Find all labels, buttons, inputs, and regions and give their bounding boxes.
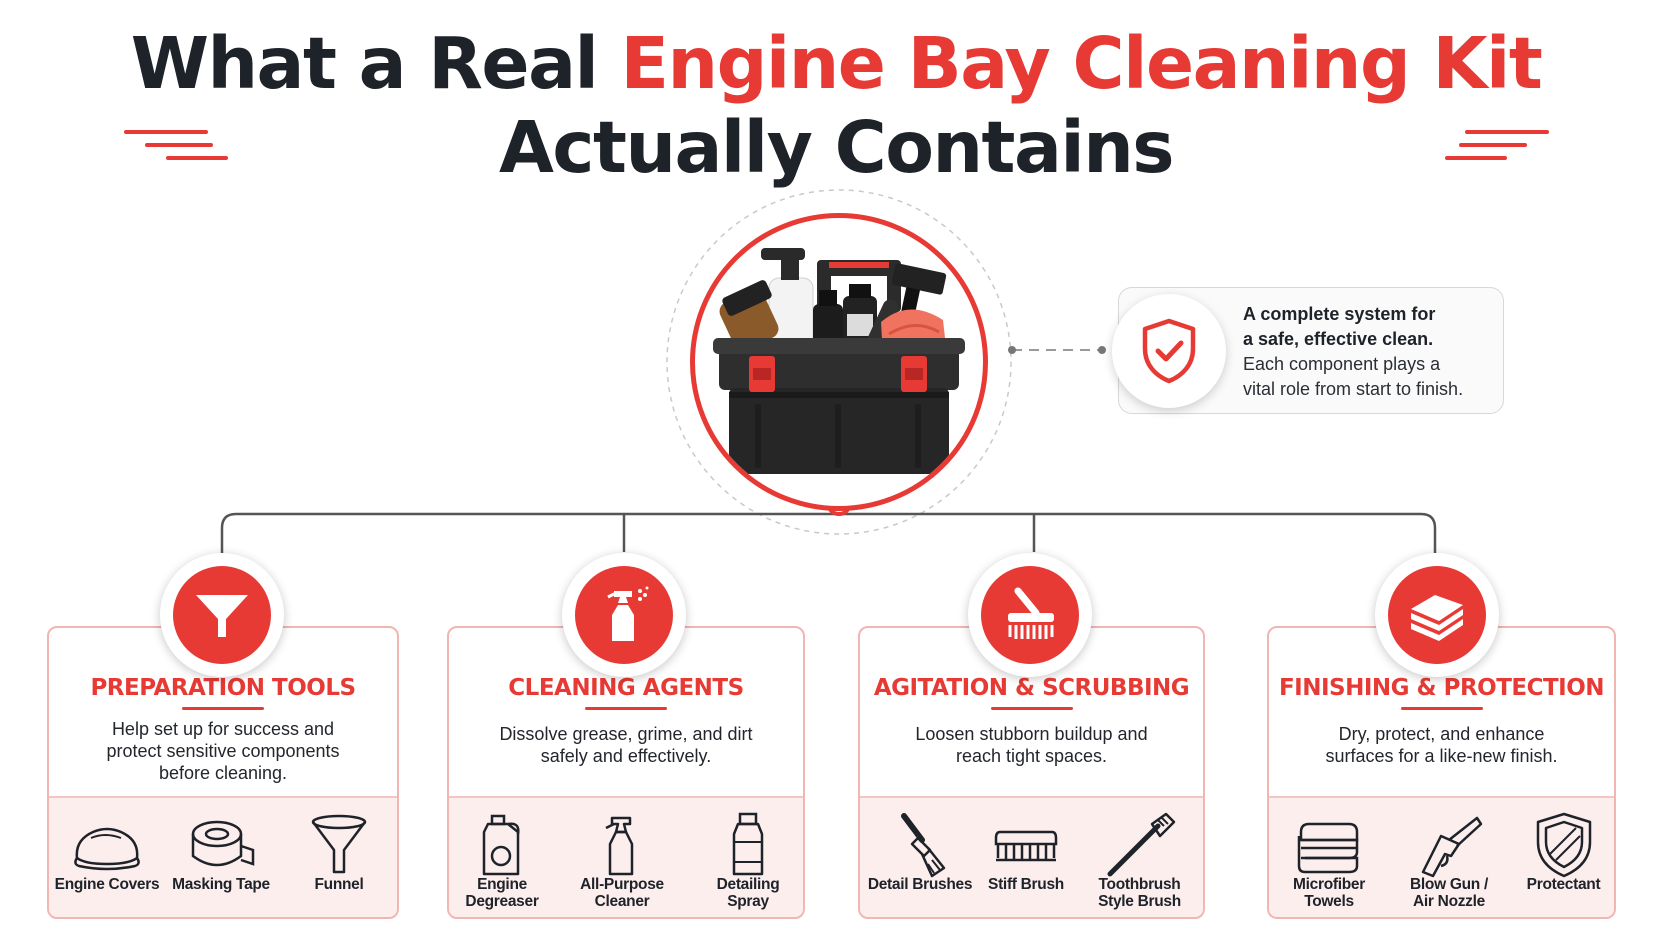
deco-line	[124, 130, 208, 134]
detail-brush-icon	[901, 813, 946, 878]
page-title-line1: What a Real Engine Bay Cleaning Kit	[0, 28, 1672, 99]
category-badge-cleaning	[562, 553, 686, 677]
shield-check-icon	[1142, 318, 1196, 384]
category-underline	[990, 707, 1073, 710]
toothbrush-icon	[1107, 812, 1175, 877]
item-protectant: Protectant	[1509, 798, 1614, 917]
item-row: Engine Covers Masking Tape Funnel	[49, 796, 397, 917]
item-toothbrush-style-brush: Toothbrush Style Brush	[1072, 798, 1203, 917]
category-description: Dry, protect, and enhance surfaces for a…	[1325, 724, 1558, 766]
category-description: Dissolve grease, grime, and dirt safely …	[499, 724, 753, 766]
info-body: Each component plays a	[1243, 354, 1441, 374]
shield-icon	[1536, 812, 1591, 878]
category-description: Help set up for success and protect sens…	[106, 719, 340, 783]
category-description: Loosen stubborn buildup and reach tight …	[915, 724, 1148, 766]
category-card-cleaning: CLEANING AGENTS Dissolve grease, grime, …	[447, 626, 805, 919]
title-dark-part: What a Real	[130, 22, 621, 105]
item-funnel: Funnel	[277, 798, 397, 917]
category-title: CLEANING AGENTS	[508, 675, 744, 701]
title-red-part: Engine Bay Cleaning Kit	[620, 22, 1543, 105]
item-row: Engine Degreaser All-Purpose Cleaner Det…	[449, 796, 803, 917]
toolbox-hero	[690, 213, 988, 511]
item-row: Detail Brushes Stiff Brush Toothbrush St…	[860, 796, 1203, 917]
page-title-line2: Actually Contains	[498, 106, 1175, 189]
info-icon-badge	[1112, 294, 1226, 408]
info-text: A complete system for a safe, effective …	[1243, 302, 1493, 402]
funnel-icon	[311, 814, 367, 874]
stiff-brush-icon	[994, 830, 1058, 862]
category-underline	[585, 707, 667, 710]
engine-cover-icon	[74, 827, 140, 871]
toolbox-icon	[713, 248, 965, 474]
category-badge-finishing	[1375, 553, 1499, 677]
towel-icon	[1411, 595, 1463, 641]
item-detailing-spray: Detailing Spray	[689, 798, 803, 917]
deco-line	[1445, 156, 1507, 160]
category-underline	[1400, 707, 1483, 710]
item-engine-covers: Engine Covers	[49, 798, 165, 917]
category-card-agitation: AGITATION & SCRUBBING Loosen stubborn bu…	[858, 626, 1205, 919]
item-engine-degreaser: Engine Degreaser	[449, 798, 555, 917]
info-headline: a safe, effective clean.	[1243, 329, 1434, 349]
item-masking-tape: Masking Tape	[165, 798, 277, 917]
spray-bottle-icon	[607, 586, 649, 641]
item-row: Microfiber Towels Blow Gun / Air Nozzle …	[1269, 796, 1614, 917]
deco-line	[145, 143, 213, 147]
towel-icon	[1297, 822, 1359, 874]
item-blow-gun: Blow Gun / Air Nozzle	[1389, 798, 1509, 917]
category-title: PREPARATION TOOLS	[90, 675, 356, 701]
jug-icon	[482, 814, 520, 876]
item-all-purpose-cleaner: All-Purpose Cleaner	[555, 798, 689, 917]
category-title: AGITATION & SCRUBBING	[873, 675, 1190, 701]
category-underline	[182, 707, 264, 710]
info-headline: A complete system for	[1243, 304, 1436, 324]
category-title: FINISHING & PROTECTION	[1278, 675, 1605, 701]
category-badge-agitation	[968, 553, 1092, 677]
category-card-preparation: PREPARATION TOOLS Help set up for succes…	[47, 626, 399, 919]
deco-line	[1459, 143, 1527, 147]
scrub-brush-icon	[1008, 587, 1054, 639]
info-body: vital role from start to finish.	[1243, 379, 1464, 399]
item-microfiber-towels: Microfiber Towels	[1269, 798, 1389, 917]
funnel-icon	[196, 595, 248, 637]
deco-line	[1465, 130, 1549, 134]
spray-bottle-icon	[605, 816, 634, 876]
bottle-icon	[732, 812, 764, 876]
item-stiff-brush: Stiff Brush	[980, 798, 1072, 917]
tape-icon	[191, 820, 255, 867]
deco-line	[166, 156, 228, 160]
blow-gun-icon	[1421, 816, 1483, 878]
category-badge-preparation	[160, 553, 284, 677]
item-detail-brushes: Detail Brushes	[860, 798, 980, 917]
